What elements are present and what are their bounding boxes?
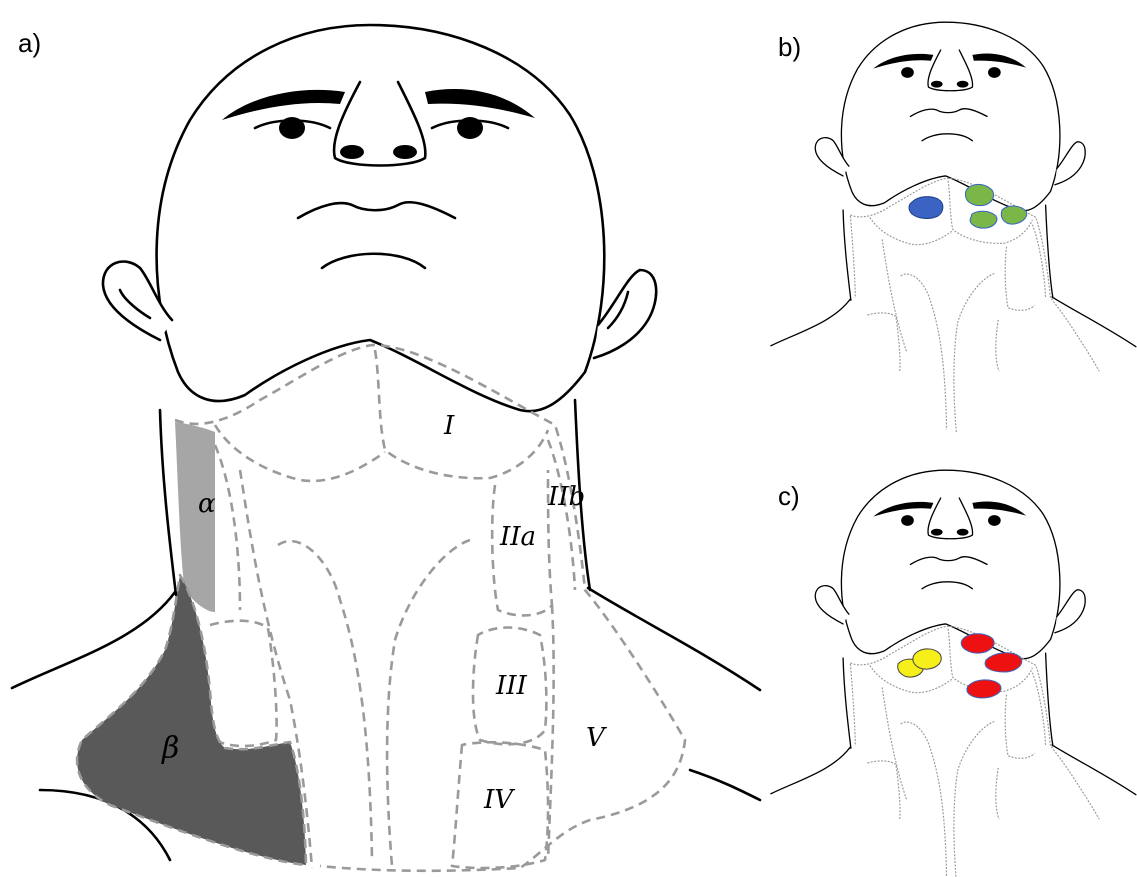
- level-I-label: I: [443, 411, 455, 441]
- lesion-green-b-2: [970, 211, 997, 228]
- right-shoulder-line: [588, 588, 760, 690]
- level-IV-label: IV: [483, 785, 515, 815]
- region-beta-label: β: [161, 731, 179, 766]
- lesion-green-b-3: [1001, 206, 1026, 224]
- lesion-yellow-c-2: [913, 649, 941, 669]
- level-IIb-label: IIb: [547, 482, 585, 512]
- level-III-label: III: [495, 671, 528, 701]
- lesion-red-c-3: [967, 680, 1001, 698]
- level-V-label: V: [586, 723, 607, 753]
- panel-a-label: a): [18, 28, 41, 58]
- lesion-red-c-1: [961, 634, 994, 653]
- strap-muscle-right: [387, 540, 470, 866]
- panel-c-head: [771, 470, 1136, 877]
- lesion-blue-b: [909, 197, 943, 219]
- head-outline: [157, 25, 605, 411]
- lesion-red-c-2: [985, 653, 1022, 672]
- panel-c-label: c): [778, 481, 800, 511]
- left-upper-compartment: [215, 445, 240, 610]
- level-IIb-border: [548, 440, 575, 590]
- region-alpha-label: α: [198, 489, 216, 519]
- level-V-border: [548, 605, 554, 860]
- panel-c: c): [771, 470, 1136, 877]
- left-nostril: [340, 145, 364, 159]
- level-IIa-label: IIa: [499, 522, 536, 552]
- panel-b-label: b): [778, 32, 801, 62]
- lesion-green-b-1: [965, 184, 993, 205]
- panel-b: b): [771, 22, 1136, 432]
- panel-a: a): [12, 25, 760, 871]
- right-nostril: [393, 145, 417, 159]
- panel-b-head: [771, 22, 1136, 432]
- neck-left-side: [160, 410, 176, 595]
- region-beta: [77, 575, 306, 865]
- sternocleidomastoid-left: [210, 621, 277, 746]
